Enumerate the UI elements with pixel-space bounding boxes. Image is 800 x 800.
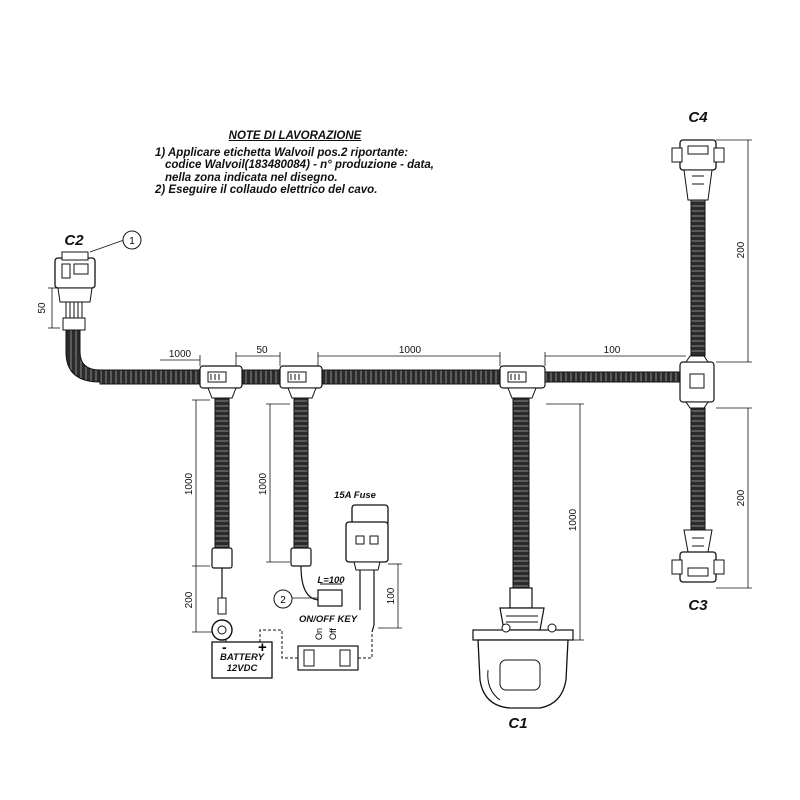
c1-branch — [512, 397, 530, 589]
key-branch — [290, 397, 321, 601]
c2-label: C2 — [64, 232, 84, 249]
dim-c3-branch: 200 — [736, 489, 747, 506]
c4-label: C4 — [688, 109, 708, 126]
callout-2-number: 2 — [280, 595, 286, 606]
callout-2: 2 — [273, 589, 318, 609]
dim-c4-branch: 200 — [736, 241, 747, 258]
fuse-holder — [345, 504, 389, 633]
on-off-key-switch: On Off ON/OFF KEY — [297, 614, 359, 671]
sleeve-segment-a — [99, 369, 201, 385]
notes-line: codice Walvoil(183480084) - n° produzion… — [165, 159, 434, 171]
battery-branch — [211, 397, 233, 641]
dim-key-branch: 1000 — [258, 472, 269, 495]
c2-connector — [54, 251, 96, 331]
battery-label-line1: BATTERY — [220, 652, 266, 663]
battery-label-line2: 12VDC — [227, 663, 258, 674]
sleeve-segment-d — [544, 371, 681, 383]
key-label: ON/OFF KEY — [299, 614, 359, 625]
callout-1: 1 — [89, 230, 142, 253]
c3-label: C3 — [688, 597, 708, 614]
dim-fuse-lead: 100 — [386, 587, 397, 604]
c3-connector — [671, 529, 725, 583]
splice-junction-4 — [679, 355, 715, 409]
splice-junction-1 — [199, 365, 243, 399]
dim-seg-d: 100 — [604, 345, 621, 356]
dim-seg-c: 1000 — [399, 345, 422, 356]
dim-c1-branch: 1000 — [568, 508, 579, 531]
c3-branch — [690, 407, 706, 531]
switch-off-label: Off — [328, 628, 338, 640]
splice-junction-2 — [279, 365, 323, 399]
notes-line: 1) Applicare etichetta Walvoil pos.2 rip… — [155, 146, 409, 159]
dashed-wiring — [225, 629, 373, 659]
label-tag: L=100 — [317, 575, 345, 607]
fuse-label: 15A Fuse — [334, 490, 377, 501]
callout-1-number: 1 — [129, 236, 135, 247]
sleeve-segment-b — [239, 369, 281, 385]
dim-c2-drop: 50 — [37, 302, 48, 314]
dimension-lines — [48, 139, 752, 641]
notes-line: 2) Eseguire il collaudo elettrico del ca… — [155, 184, 378, 196]
c4-branch — [690, 199, 706, 357]
c4-connector — [671, 139, 725, 201]
switch-on-label: On — [314, 628, 324, 640]
main-harness — [65, 329, 681, 385]
dim-seg-b: 50 — [256, 345, 268, 356]
c1-label: C1 — [508, 715, 527, 732]
c1-device — [472, 587, 574, 709]
notes-title: NOTE DI LAVORAZIONE — [228, 130, 362, 142]
label-length-text: L=100 — [317, 575, 345, 586]
dim-battery-branch: 1000 — [184, 472, 195, 495]
battery-plus: + — [258, 639, 267, 656]
dim-ground-lead: 200 — [184, 591, 195, 608]
battery-minus: - — [222, 639, 227, 655]
splice-junction-3 — [499, 365, 546, 399]
dim-seg-a: 1000 — [169, 349, 192, 360]
battery: - + BATTERY 12VDC — [211, 639, 273, 679]
sleeve-segment-c — [319, 369, 501, 385]
notes-line: nella zona indicata nel disegno. — [165, 171, 338, 184]
production-notes: NOTE DI LAVORAZIONE 1) Applicare etichet… — [155, 130, 445, 197]
